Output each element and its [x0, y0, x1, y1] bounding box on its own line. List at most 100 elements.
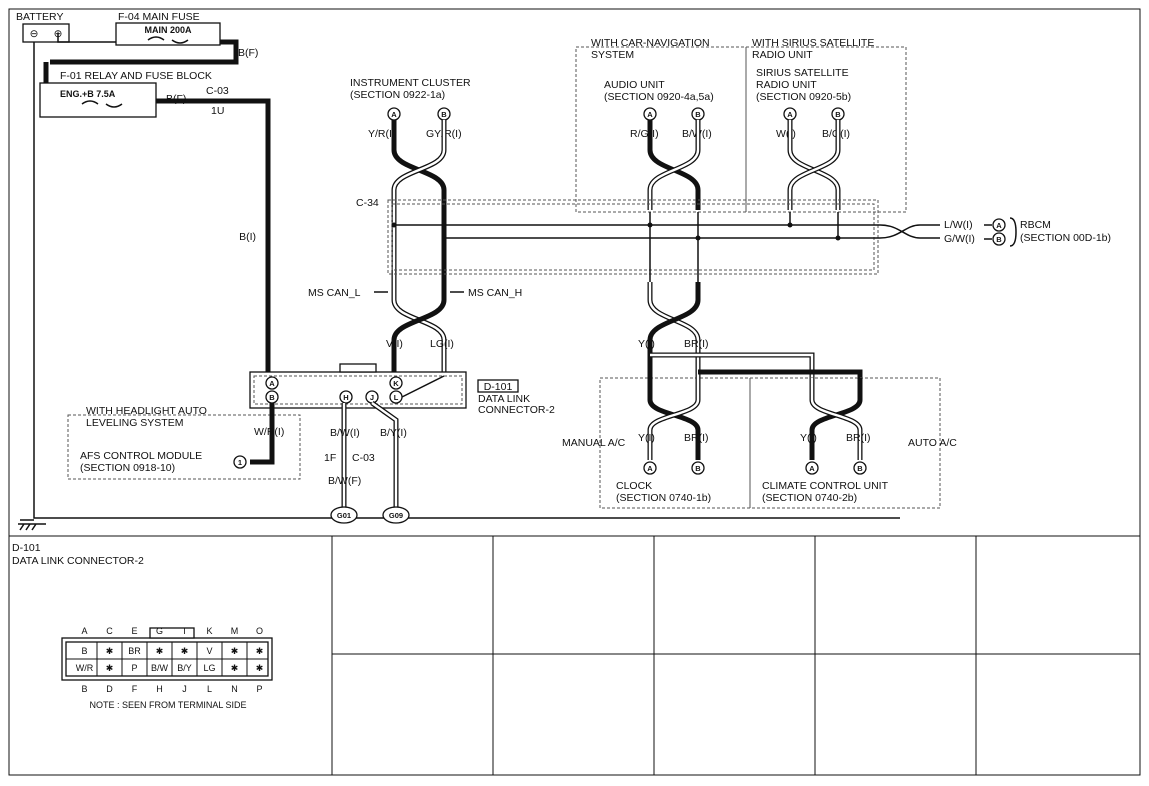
can-high-label: MS CAN_H — [468, 287, 522, 299]
instrument-cluster-section: (SECTION 0922-1a) — [350, 89, 445, 101]
connector-top-letter: G — [156, 626, 163, 636]
svg-text:J: J — [370, 393, 374, 402]
dlc-title2: CONNECTOR-2 — [478, 404, 555, 416]
climate-feed-y — [650, 352, 815, 378]
connector-bottom-letter: B — [81, 684, 87, 694]
afs-group — [67, 414, 301, 480]
connector-cell-top: ✱ — [106, 646, 114, 656]
can-low-label: MS CAN_L — [308, 287, 361, 299]
relay-output-wire — [156, 98, 271, 376]
dlc-latch — [339, 363, 377, 373]
ic-wire-a: Y/R(I) — [368, 128, 395, 140]
svg-text:B: B — [695, 110, 701, 119]
connector-top-letter: K — [206, 626, 212, 636]
connector-cell-bottom: ✱ — [231, 663, 239, 673]
afs-wire — [250, 403, 275, 465]
afs-pin — [233, 455, 247, 469]
svg-text:A: A — [269, 379, 275, 388]
ground-icon — [18, 519, 46, 531]
clock-wire-b: BR(I) — [684, 432, 709, 444]
connector-cell-bottom: B/W — [151, 663, 169, 673]
connector-note: NOTE : SEEN FROM TERMINAL SIDE — [89, 700, 246, 710]
svg-text:K: K — [393, 379, 399, 388]
clock-pin-a — [643, 461, 657, 475]
svg-text:B: B — [695, 464, 701, 473]
connector-top-letter: O — [256, 626, 263, 636]
rbcm-title: RBCM — [1020, 219, 1051, 231]
climate-twisted-pair — [809, 378, 863, 460]
climate-wire-b: BR(I) — [846, 432, 871, 444]
can-wire-l: V(I) — [386, 338, 403, 350]
bottom-grid — [331, 536, 1140, 775]
connector-top-letter: I — [183, 626, 186, 636]
splice-label: C-34 — [356, 197, 379, 209]
connector-top-letter: E — [131, 626, 137, 636]
climate-feed-br — [698, 369, 863, 378]
clock-branch-twisted-pair — [647, 282, 701, 376]
relay-block-title: F-01 RELAY AND FUSE BLOCK — [60, 70, 212, 82]
dlc-conn: C-03 — [352, 452, 375, 464]
connector-bottom-letter: P — [256, 684, 262, 694]
battery-minus-icon: ⊖ — [30, 28, 39, 40]
afs-title: AFS CONTROL MODULE — [80, 450, 202, 462]
climate-mode: AUTO A/C — [908, 437, 957, 449]
main-fuse-title: F-04 MAIN FUSE — [118, 11, 200, 23]
rbcm-section: (SECTION 00D-1b) — [1020, 232, 1111, 244]
climate-pin-a — [805, 461, 819, 475]
auto-ac-group — [749, 377, 941, 509]
relay-fuse-icon — [81, 100, 123, 108]
main-fuse-output-wire — [50, 39, 239, 65]
car-nav-group-label: WITH CAR-NAVIGATION — [591, 37, 710, 49]
svg-text:A: A — [647, 110, 653, 119]
connector-top-letter: M — [231, 626, 239, 636]
connector-bottom-letter: N — [231, 684, 238, 694]
audio-wire-a: R/G(I) — [630, 128, 659, 140]
rbcm-pin-a — [992, 218, 1006, 232]
connector-top-letter: A — [81, 626, 87, 636]
afs-section: (SECTION 0918-10) — [80, 462, 175, 474]
relay-fuse-rating: ENG.+B 7.5A — [60, 89, 116, 99]
ground-g09 — [382, 506, 410, 524]
svg-text:B: B — [857, 464, 863, 473]
dlc-wire-j: B/Y(I) — [380, 427, 407, 439]
dlc-conn-pin: 1F — [324, 452, 336, 464]
main-fuse-rating: MAIN 200A — [144, 25, 192, 35]
dlc-pins: A B H J K L — [265, 376, 403, 404]
battery-label: BATTERY — [16, 11, 63, 23]
can-bus-lines — [391, 212, 880, 282]
connector-cell-top: BR — [128, 646, 141, 656]
audio-unit-title: AUDIO UNIT — [604, 79, 665, 91]
connector-cell-top: ✱ — [181, 646, 189, 656]
fuse-icon — [147, 36, 189, 44]
svg-text:A: A — [391, 110, 397, 119]
outer-frame — [8, 8, 1141, 776]
svg-text:B: B — [441, 110, 447, 119]
climate-title: CLIMATE CONTROL UNIT — [762, 480, 889, 492]
main-fuse-wire: B(F) — [238, 47, 258, 59]
climate-wire-a: Y(I) — [800, 432, 817, 444]
connector-cell-bottom: ✱ — [106, 663, 114, 673]
can-wire-h: LG(I) — [430, 338, 454, 350]
can-wire-y: Y(I) — [638, 338, 655, 350]
ground-g01 — [330, 506, 358, 524]
svg-text:1: 1 — [238, 458, 242, 467]
sirius-twisted-pair — [787, 120, 841, 210]
afs-group-label: WITH HEADLIGHT AUTO — [86, 405, 207, 417]
relay-wire-down: B(I) — [239, 231, 256, 243]
svg-text:A: A — [809, 464, 815, 473]
connector-view-id: D-101 — [12, 542, 41, 554]
battery-positive-wire — [57, 33, 116, 43]
svg-text:G01: G01 — [337, 511, 351, 520]
splice-shield — [387, 199, 879, 275]
rbcm-pin-b — [992, 232, 1006, 246]
sirius-group-label2: RADIO UNIT — [752, 49, 813, 61]
connector-cell-top: V — [206, 646, 212, 656]
rbcm-wire-a: L/W(I) — [944, 219, 973, 231]
ic-twisted-pair — [391, 120, 447, 282]
connector-cell-bottom: ✱ — [256, 663, 264, 673]
connector-bottom-letter: F — [132, 684, 138, 694]
connector-cell-top: B — [81, 646, 87, 656]
audio-unit-section: (SECTION 0920-4a,5a) — [604, 91, 714, 103]
connector-face — [61, 627, 273, 681]
